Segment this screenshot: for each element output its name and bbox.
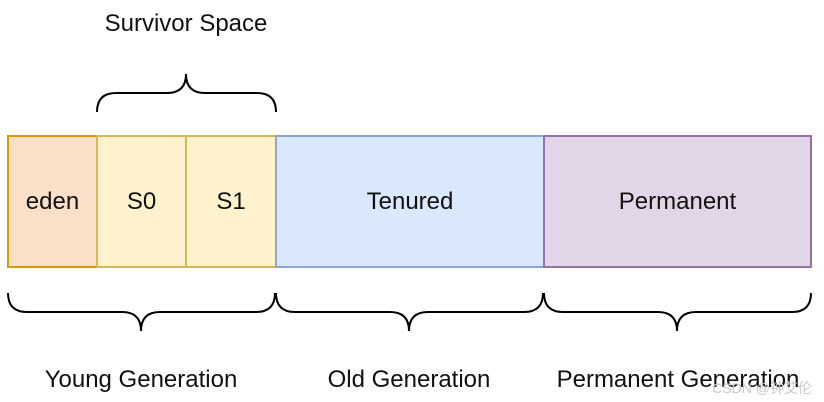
young-generation-label: Young Generation [44, 366, 238, 393]
survivor-space-label: Survivor Space [104, 10, 268, 37]
s1-label: S1 [216, 187, 246, 215]
permanent-space-box: Permanent [543, 135, 812, 268]
young-generation-brace [7, 292, 276, 332]
survivor-brace [96, 73, 277, 113]
s1-space-box: S1 [185, 135, 277, 268]
permanent-generation-label: Permanent Generation [556, 366, 800, 393]
eden-label: eden [25, 187, 80, 215]
permanent-label: Permanent [618, 187, 737, 215]
tenured-space-box: Tenured [275, 135, 545, 268]
old-generation-brace [275, 292, 544, 332]
tenured-label: Tenured [366, 187, 454, 215]
permanent-generation-brace [543, 292, 812, 332]
watermark: CSDN @钟艾伦 [712, 380, 812, 396]
s0-space-box: S0 [96, 135, 187, 268]
old-generation-label: Old Generation [327, 366, 491, 393]
eden-space-box: eden [7, 135, 98, 268]
s0-label: S0 [126, 187, 157, 215]
